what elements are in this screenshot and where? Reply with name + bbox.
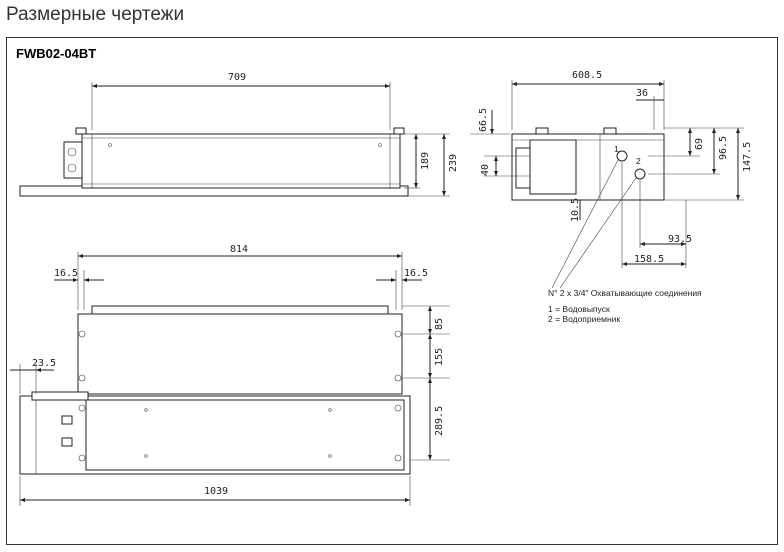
- drawing-frame: [6, 37, 778, 545]
- dim-96-5: 96.5: [718, 136, 729, 160]
- note-inlet: 2 = Водоприемник: [548, 314, 620, 324]
- model-label: FWB02-04BT: [16, 46, 97, 61]
- dim-155: 155: [434, 348, 445, 366]
- dim-93-5: 93.5: [668, 234, 692, 245]
- dim-814: 814: [230, 244, 248, 255]
- connection-notes: N° 2 x 3/4" Охватывающие соединения 1 = …: [548, 288, 702, 324]
- dim-23-5: 23.5: [32, 358, 56, 369]
- top-view: 814 16.5 16.5 23.5 85 155 289.5 1039: [10, 244, 450, 506]
- note-connections: N° 2 x 3/4" Охватывающие соединения: [548, 288, 702, 298]
- dim-1039: 1039: [204, 486, 228, 497]
- page-title: Размерные чертежи: [6, 4, 185, 25]
- dim-69: 69: [694, 138, 705, 150]
- note-drain: 1 = Водовыпуск: [548, 304, 610, 314]
- dim-16-5-left: 16.5: [54, 268, 78, 279]
- dim-709: 709: [228, 72, 246, 83]
- dim-10-5: 10.5: [570, 198, 581, 222]
- front-view: 709 189 239: [19, 72, 459, 197]
- dim-85: 85: [434, 318, 445, 330]
- dim-608-5: 608.5: [572, 70, 602, 81]
- side-view: 2 1 608.5 36 66.5 40 10.5 69 96.5 147.5: [470, 70, 753, 289]
- port-2-label: 2: [636, 156, 641, 166]
- dim-158-5: 158.5: [634, 254, 664, 265]
- dim-16-5-right: 16.5: [404, 268, 428, 279]
- dim-189: 189: [420, 152, 431, 170]
- dim-36: 36: [636, 88, 648, 99]
- dim-239: 239: [448, 154, 459, 172]
- dim-40: 40: [480, 164, 491, 176]
- dim-147-5: 147.5: [742, 142, 753, 172]
- dim-66-5: 66.5: [478, 108, 489, 132]
- dim-289-5: 289.5: [434, 406, 445, 436]
- port-1-label: 1: [614, 144, 619, 154]
